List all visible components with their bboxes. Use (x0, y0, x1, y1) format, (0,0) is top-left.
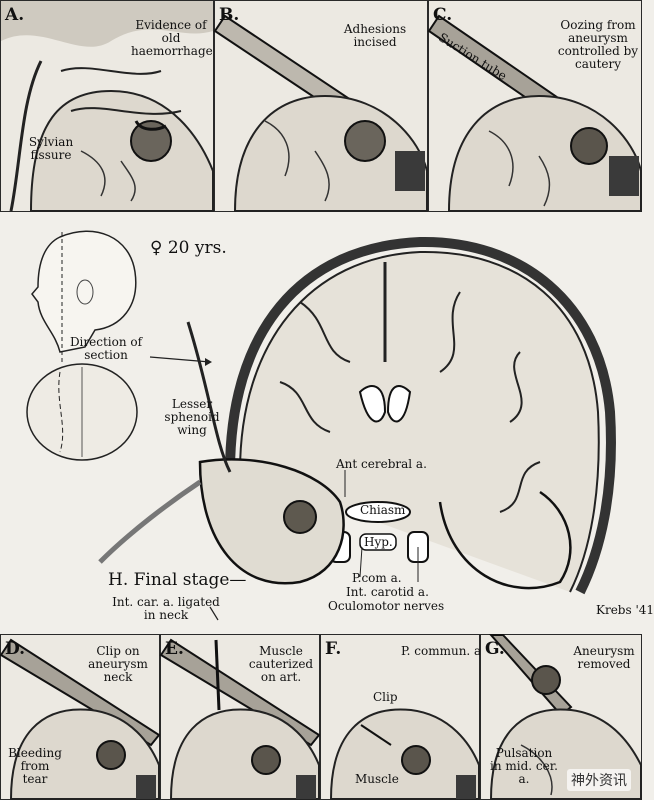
label-ant-cerebral: Ant cerebral a. (336, 457, 427, 471)
panel-b: B. Adhesions incised (213, 0, 428, 212)
center-section: ♀ 20 yrs. Direction of section Lesser sp… (0, 212, 654, 634)
watermark: 神外资讯 (567, 769, 631, 791)
label-p-com: P.com a. (352, 571, 402, 585)
panel-a-drawing (1, 1, 214, 212)
panel-f: F. P. commun. a. Clip Muscle (320, 634, 485, 800)
panel-a: A. Evidence of old haemorrhage Sylvian f… (0, 0, 214, 212)
panel-letter: C. (433, 5, 453, 25)
panel-letter: G. (485, 639, 505, 659)
label-clip-neck: Clip on aneurysm neck (88, 644, 148, 684)
label-int-carotid: Int. carotid a. (346, 585, 429, 599)
label-p-commun: P. commun. a. (401, 644, 486, 658)
label-oozing: Oozing from aneurysm controlled by caute… (557, 18, 639, 71)
panel-letter: A. (5, 5, 25, 25)
label-clip: Clip (373, 690, 398, 704)
panel-c: C. Oozing from aneurysm controlled by ca… (427, 0, 642, 212)
label-chiasm: Chiasm (360, 503, 406, 517)
panel-letter: D. (5, 639, 26, 659)
label-aneurysm-removed: Aneurysm removed (573, 644, 635, 671)
patient-label: ♀ 20 yrs. (150, 238, 227, 258)
panel-g: G. Aneurysm removed Pulsation in mid. ce… (480, 634, 642, 800)
artist-signature: Krebs '41 (596, 603, 654, 617)
panel-letter: E. (165, 639, 184, 659)
label-hyp: Hyp. (364, 535, 393, 549)
coronal-section-drawing (26, 230, 616, 621)
panel-e-drawing (159, 638, 321, 800)
label-adhesions: Adhesions incised (343, 22, 407, 49)
label-muscle: Muscle (355, 772, 399, 786)
label-lesser-sphenoid: Lesser sphenoid wing (164, 397, 220, 437)
panel-d: D. Clip on aneurysm neck Bleeding from t… (0, 634, 161, 800)
label-ligated: Int. car. a. ligated in neck (112, 595, 220, 622)
panel-c-drawing (427, 14, 642, 212)
panel-letter: B. (219, 5, 240, 25)
panel-b-drawing (213, 14, 428, 212)
panel-f-drawing (329, 708, 480, 800)
label-muscle-cauterized: Muscle cauterized on art. (248, 644, 314, 684)
label-bleeding: Bleeding from tear (8, 746, 62, 786)
panel-e: E. Muscle cauterized on art. (159, 634, 321, 800)
panel-letter: F. (325, 639, 342, 659)
label-pulsation: Pulsation in mid. cer. a. (490, 746, 558, 786)
label-evidence: Evidence of old haemorrhage (131, 18, 213, 58)
panel-d-drawing (0, 638, 161, 800)
label-final-stage: H. Final stage— (108, 570, 247, 590)
label-sylvian: Sylvian fissure (28, 135, 74, 162)
label-direction: Direction of section (69, 335, 143, 362)
label-oculomotor: Oculomotor nerves (328, 599, 445, 613)
